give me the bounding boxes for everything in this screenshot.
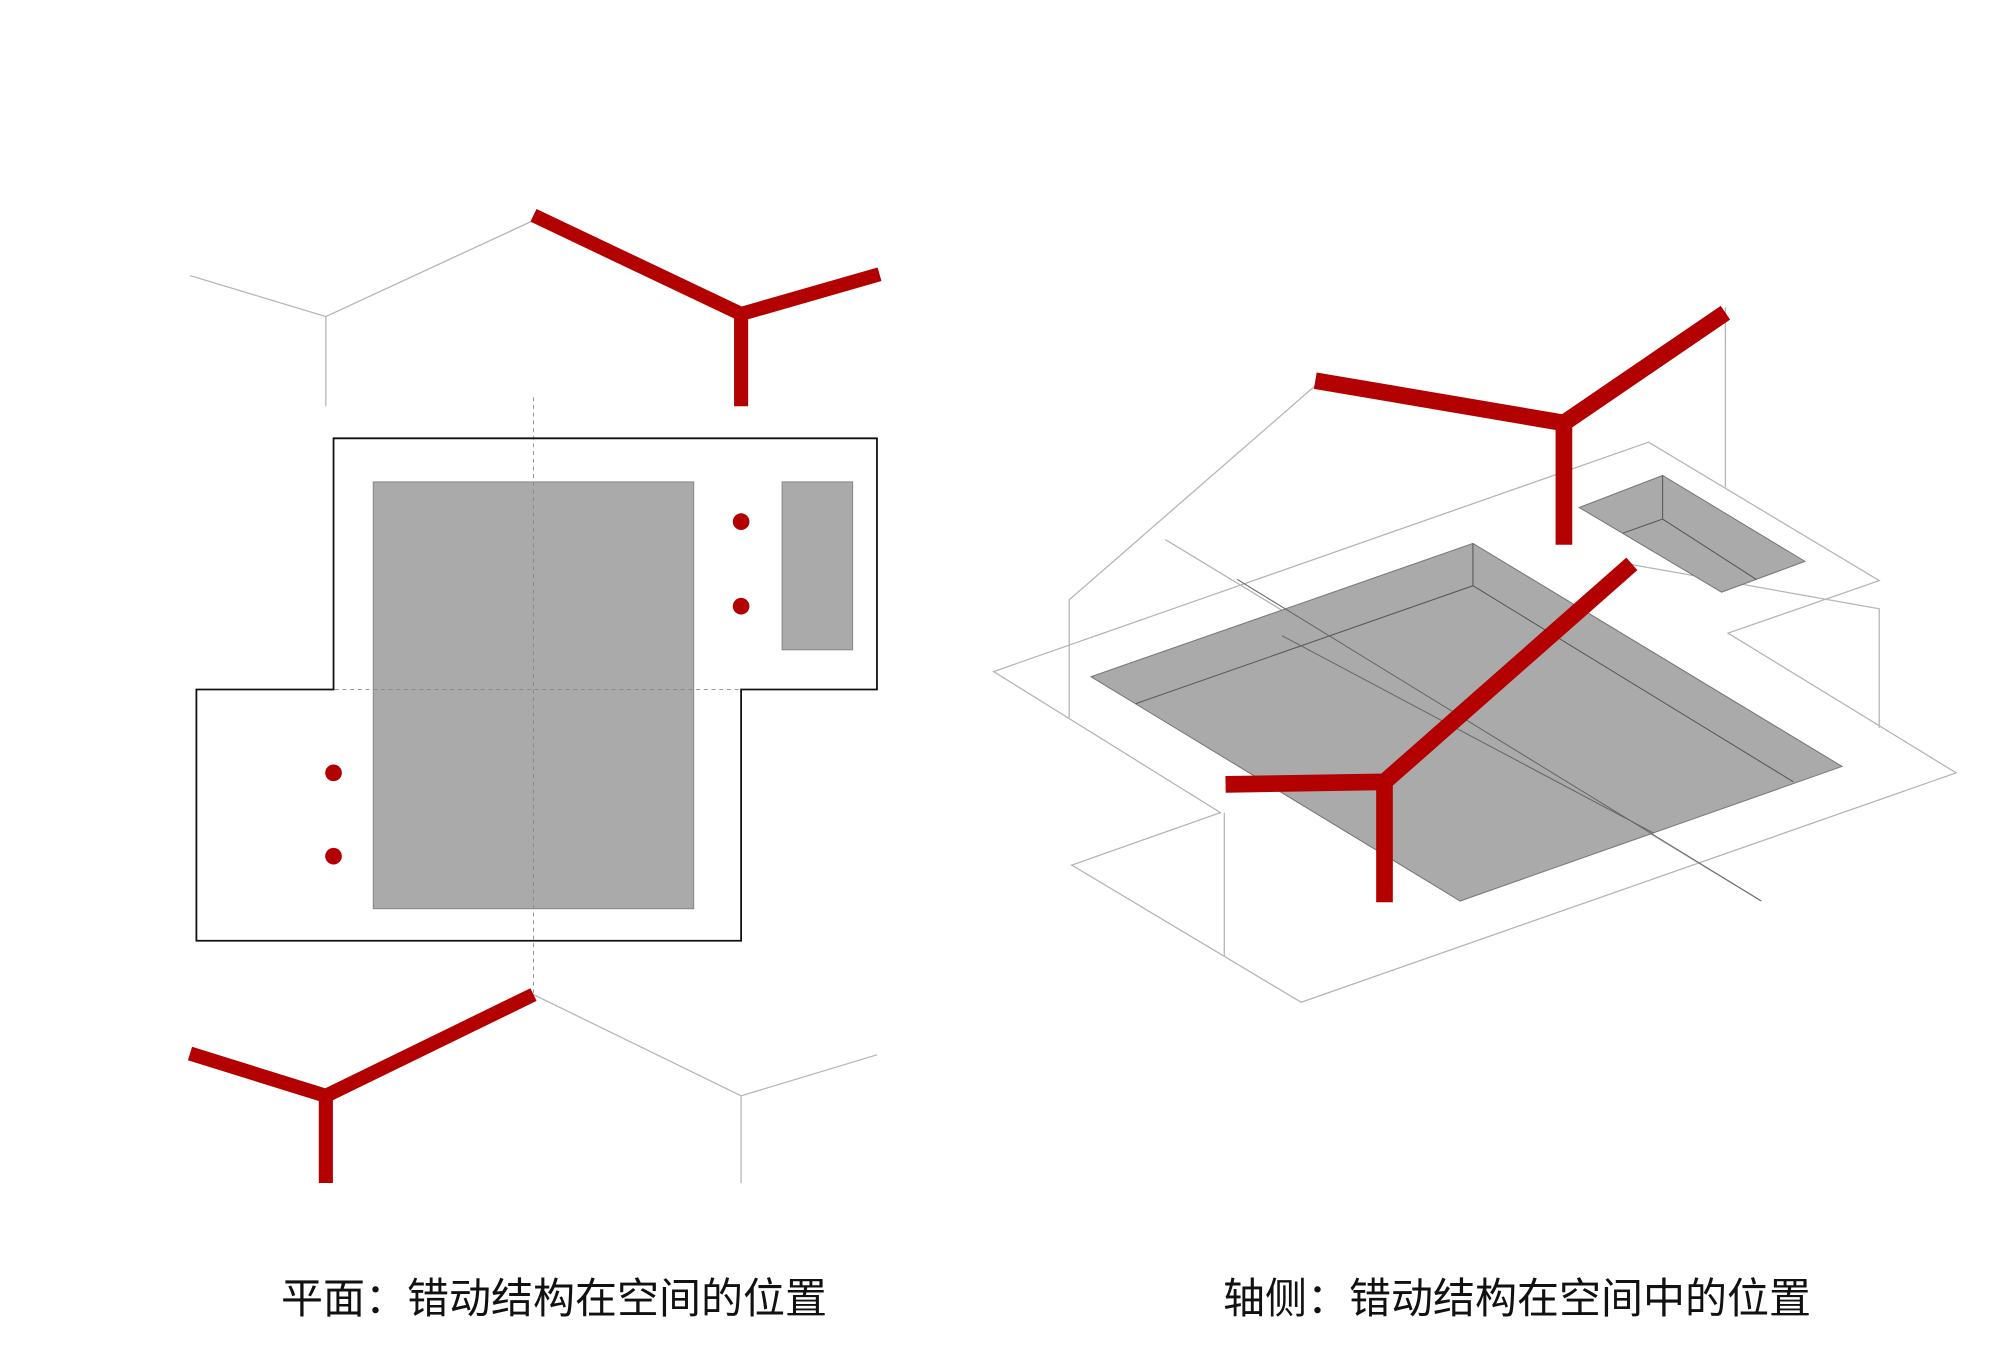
plan-column-dot <box>732 597 750 615</box>
axon-small-void <box>1578 474 1807 593</box>
plan-red-y-structure-top <box>530 208 882 407</box>
plan-caption: 平面：错动结构在空间的位置 <box>280 1274 828 1323</box>
plan-column-dot <box>325 764 342 782</box>
axon-red-y-structure-top <box>1313 305 1731 545</box>
plan-red-y-structure-bottom <box>187 988 537 1183</box>
plan-hex-guide-top <box>189 219 534 318</box>
plan-column-dot <box>325 847 342 865</box>
plan-view <box>187 208 882 1183</box>
plan-small-void <box>781 481 854 651</box>
axonometric-caption: 轴侧：错动结构在空间中的位置 <box>1222 1274 1812 1323</box>
axonometric-view <box>992 305 1958 1003</box>
plan-outline <box>195 437 878 942</box>
plan-column-dot <box>732 513 750 530</box>
axon-main-void <box>1089 542 1844 902</box>
axon-small-void-edges <box>1622 475 1757 580</box>
plan-hex-guide-bottom <box>533 993 878 1097</box>
axon-red-y-structure-bottom <box>1225 557 1638 903</box>
axon-main-void-edges <box>1135 543 1794 902</box>
